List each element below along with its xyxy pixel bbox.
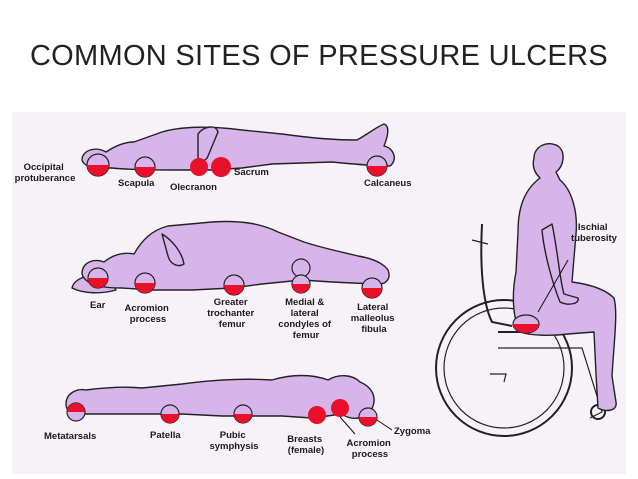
lateral-condyle-pressure-point <box>291 274 311 294</box>
patella-label: Patella <box>150 430 181 441</box>
breasts-label: Breasts (female) <box>287 434 325 456</box>
prone-body <box>65 374 375 419</box>
greater-trochanter-pressure-point <box>223 274 245 296</box>
supine-figure: Occipital protuberance Scapula Olecranon… <box>15 123 412 193</box>
olecranon-label: Olecranon <box>170 182 217 193</box>
lateral-malleolus-label: Lateral malleolus fibula <box>351 302 397 335</box>
acromion-prone-pressure-point <box>331 399 349 417</box>
wheelchair-frame <box>498 347 603 419</box>
condyles-label: Medial & lateral condyles of femur <box>278 297 333 341</box>
metatarsals-pressure-point <box>66 402 86 422</box>
wheelchair-brake <box>490 373 507 383</box>
zygoma-label: Zygoma <box>394 426 431 437</box>
slide-title: COMMON SITES OF PRESSURE ULCERS <box>29 40 609 72</box>
zygoma-pressure-point <box>358 407 378 427</box>
sacrum-pressure-point <box>211 157 231 177</box>
lateral-arm <box>161 233 185 267</box>
pressure-ulcer-figure: Occipital protuberance Scapula Olecranon… <box>12 112 626 474</box>
scapula-pressure-point <box>134 156 156 178</box>
ear-label: Ear <box>90 300 106 311</box>
prone-figure: Metatarsals Patella Pubic symphysis Brea… <box>44 374 431 460</box>
seated-body <box>512 142 617 412</box>
calcaneus-label: Calcaneus <box>364 178 412 189</box>
zygoma-leader <box>376 419 393 431</box>
pubic-symphysis-label: Pubic symphysis <box>209 430 258 452</box>
calcaneus-pressure-point <box>366 155 388 177</box>
occipital-label: Occipital protuberance <box>15 162 76 184</box>
ear-pressure-point <box>87 267 109 289</box>
wheelchair-handle <box>471 239 489 245</box>
sacrum-label: Sacrum <box>234 167 269 178</box>
seated-figure: Ischial tuberosity <box>435 142 618 437</box>
pressure-ulcer-diagram: Occipital protuberance Scapula Olecranon… <box>12 112 626 474</box>
acromion-lateral-pressure-point <box>134 272 156 294</box>
ischial-tuberosity-label: Ischial tuberosity <box>571 222 618 244</box>
seated-arm <box>541 223 579 305</box>
metatarsals-label: Metatarsals <box>44 431 96 442</box>
acromion-lateral-label: Acromion process <box>125 303 172 325</box>
ischial-tuberosity-pressure-point <box>512 314 540 334</box>
acromion-prone-leader <box>339 416 356 435</box>
lateral-malleolus-pressure-point <box>361 277 383 299</box>
acromion-prone-label: Acromion process <box>347 438 394 460</box>
patella-pressure-point <box>160 404 180 424</box>
pubic-symphysis-pressure-point <box>233 404 253 424</box>
wheelchair-wheel <box>435 299 573 437</box>
supine-body <box>81 123 395 171</box>
wheelchair-handrim <box>443 307 565 429</box>
lateral-figure: Ear Acromion process Greater trochanter … <box>71 220 397 341</box>
medial-condyle-pressure-point <box>291 258 311 278</box>
scapula-label: Scapula <box>118 178 155 189</box>
ischial-tuberosity-leader <box>537 259 569 313</box>
breasts-pressure-point <box>308 406 326 424</box>
occipital-pressure-point <box>86 153 110 177</box>
greater-trochanter-label: Greater trochanter femur <box>207 297 257 330</box>
olecranon-pressure-point <box>190 158 208 176</box>
wheelchair-backrest <box>480 223 513 327</box>
